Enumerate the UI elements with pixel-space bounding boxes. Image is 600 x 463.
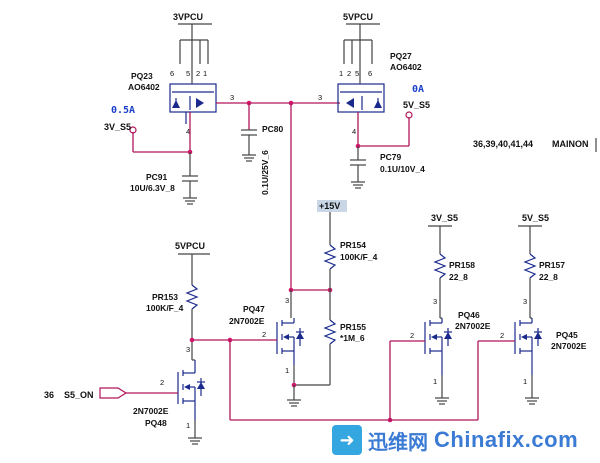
pq47-ref: PQ47 <box>243 304 265 314</box>
mainon-label: MAINON <box>552 139 589 149</box>
s5-on-page: 36 <box>44 390 54 400</box>
ground-pq45 <box>525 375 539 405</box>
watermark-cn: 迅维网 <box>368 429 428 454</box>
pr154-value: 100K/F_4 <box>340 252 378 262</box>
pq23-pin3: 3 <box>230 93 234 102</box>
pq47-pin1: 1 <box>285 366 289 375</box>
pc91-ref: PC91 <box>146 172 168 182</box>
pq48-pin3: 3 <box>186 345 190 354</box>
pr157-value: 22_8 <box>539 272 558 282</box>
pr157-ref: PR157 <box>539 260 565 270</box>
pr158-ref: PR158 <box>449 260 475 270</box>
pq46-ref: PQ46 <box>458 310 480 320</box>
arrow-logo-icon: ➜ <box>332 425 362 455</box>
pq48-value: 2N7002E <box>133 406 169 416</box>
pr154-ref: PR154 <box>340 240 366 250</box>
pr158-value: 22_8 <box>449 272 468 282</box>
pq27-value: AO6402 <box>390 62 422 72</box>
ground-pq47 <box>287 385 301 407</box>
pq48-pin1: 1 <box>186 421 190 430</box>
pq23-pin6: 6 <box>170 69 174 78</box>
current-left: 0.5A <box>111 105 135 116</box>
pq23-pin1: 1 <box>203 69 207 78</box>
pq27-pin4: 4 <box>352 127 356 136</box>
pq23-value: AO6402 <box>128 82 160 92</box>
pq27-mosfet <box>337 83 385 113</box>
pq47-value: 2N7002E <box>229 316 265 326</box>
rail-3v-s5-left: 3V_S5 <box>104 122 131 132</box>
pq48-ref: PQ48 <box>145 418 167 428</box>
ground-pq48 <box>188 420 202 445</box>
rail-5v-s5-r157: 5V_S5 <box>522 213 549 223</box>
pr155-ref: PR155 <box>340 322 366 332</box>
pq27-pin6: 6 <box>368 69 372 78</box>
watermark-en: Chinafix.com <box>434 427 579 452</box>
pr153-ref: PR153 <box>152 292 178 302</box>
rail-5v-s5-right: 5V_S5 <box>403 100 430 110</box>
pq45-mosfet <box>514 318 542 375</box>
pq46-pin3: 3 <box>433 297 437 306</box>
ground-pq46 <box>435 375 449 405</box>
pq45-pin2: 2 <box>500 331 504 340</box>
pc91-value: 10U/6.3V_8 <box>130 183 175 193</box>
pr153-value: 100K/F_4 <box>146 303 184 313</box>
ground-pc80 <box>242 154 256 162</box>
pq23-pin2: 2 <box>196 69 200 78</box>
rail-3vpcu-label: 3VPCU <box>173 12 203 22</box>
pq27-ref: PQ27 <box>390 51 412 61</box>
pq45-ref: PQ45 <box>556 330 578 340</box>
pq46-pin2: 2 <box>410 331 414 340</box>
pq47-pin2: 2 <box>262 330 266 339</box>
pr155-value: *1M_6 <box>340 333 365 343</box>
pq48-mosfet <box>177 360 205 420</box>
pq46-mosfet <box>424 318 452 375</box>
pq46-pin1: 1 <box>433 377 437 386</box>
pq27-pin5: 5 <box>355 69 359 78</box>
pc80-value: 0.1U/25V_6 <box>260 150 270 195</box>
rail-plus15v: +15V <box>319 201 340 211</box>
ground-pc79 <box>351 181 365 189</box>
pq47-mosfet <box>276 318 304 365</box>
pq46-value: 2N7002E <box>455 321 491 331</box>
pc79-value: 0.1U/10V_4 <box>380 164 425 174</box>
current-right: 0A <box>412 84 424 95</box>
pc79-ref: PC79 <box>380 152 402 162</box>
pq23-ref: PQ23 <box>131 71 153 81</box>
pq27-pin1: 1 <box>339 69 343 78</box>
rail-3v-s5-r158: 3V_S5 <box>431 213 458 223</box>
pc80-ref: PC80 <box>262 124 284 134</box>
rail-5vpcu-label: 5VPCU <box>343 12 373 22</box>
pq45-pin3: 3 <box>523 297 527 306</box>
pq23-pin4: 4 <box>186 127 190 136</box>
pq48-pin2: 2 <box>160 378 164 387</box>
pq27-pin3: 3 <box>318 93 322 102</box>
pq23-mosfet <box>169 83 217 124</box>
pq27-pin2: 2 <box>347 69 351 78</box>
mainon-pages: 36,39,40,41,44 <box>473 139 533 149</box>
s5-on-label: S5_ON <box>64 390 94 400</box>
pq23-pin5: 5 <box>186 69 190 78</box>
pq45-pin1: 1 <box>523 377 527 386</box>
pq47-pin3: 3 <box>285 296 289 305</box>
ground-pc91 <box>183 197 197 205</box>
rail-5vpcu-mid: 5VPCU <box>175 241 205 251</box>
watermark: ➜ 迅维网 Chinafix.com <box>332 423 594 457</box>
pq45-value: 2N7002E <box>551 341 587 351</box>
